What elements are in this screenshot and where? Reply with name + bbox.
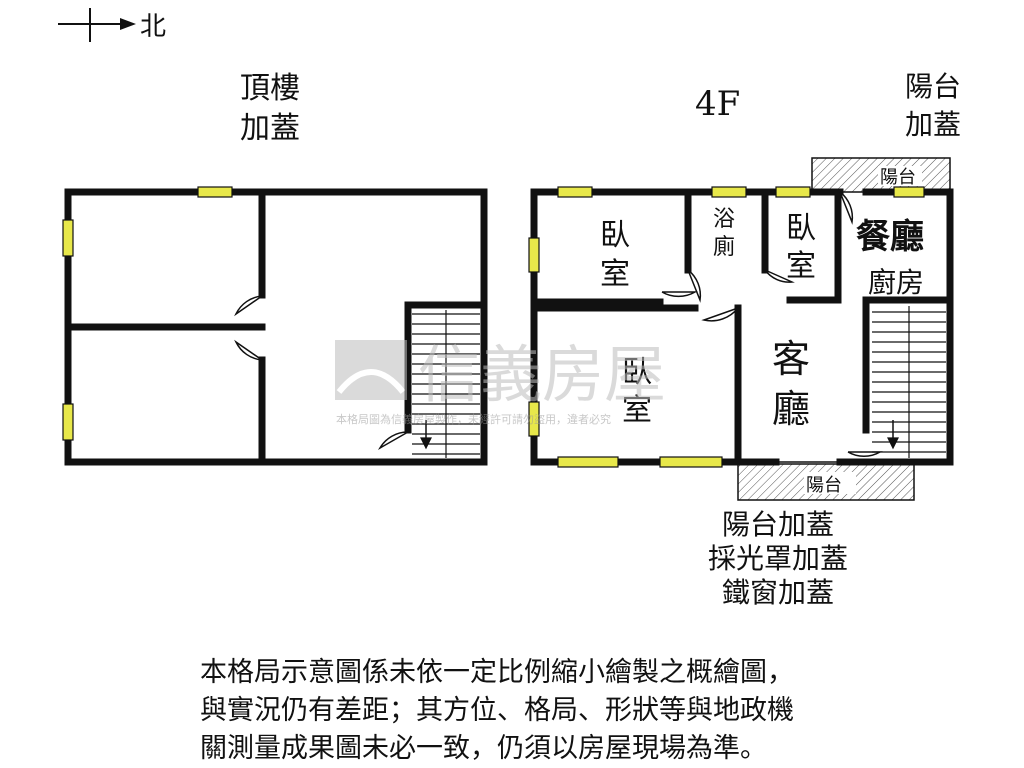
room-bedroom-b-line1: 臥 bbox=[786, 211, 816, 246]
note-top-line1: 陽台 bbox=[905, 70, 961, 103]
watermark-caption: 本格局圖為信義房屋製作，未經許可請勿盜用，違者必究 bbox=[336, 412, 611, 426]
rooftop-plan bbox=[64, 188, 488, 466]
rooftop-doors bbox=[234, 295, 409, 451]
room-living-line2: 廳 bbox=[772, 387, 810, 431]
rooftop-windows bbox=[62, 186, 233, 441]
room-living-line1: 客 bbox=[772, 337, 810, 381]
north-label: 北 bbox=[140, 12, 166, 42]
room-bedroom-a-line2: 室 bbox=[600, 257, 630, 292]
floor-4-title: 4F bbox=[695, 84, 740, 124]
room-bedroom-c-line1: 臥 bbox=[622, 355, 652, 390]
watermark: 信義房屋 本格局圖為信義房屋製作，未經許可請勿盜用，違者必究 bbox=[335, 338, 666, 426]
balcony-top bbox=[811, 157, 951, 193]
disclaimer-line1: 本格局示意圖係未依一定比例縮小繪製之概繪圖， bbox=[200, 657, 794, 688]
room-bedroom-a-line1: 臥 bbox=[600, 218, 630, 253]
room-bath-line1: 浴 bbox=[713, 207, 735, 232]
room-bedroom-b-line2: 室 bbox=[786, 249, 816, 284]
rooftop-stairs bbox=[412, 310, 480, 458]
rooftop-title-line2: 加蓋 bbox=[240, 111, 300, 146]
compass: 北 bbox=[58, 8, 166, 42]
disclaimer-line2: 與實況仍有差距；其方位、格局、形狀等與地政機 bbox=[200, 695, 794, 726]
balcony-bottom-label: 陽台 bbox=[806, 475, 842, 496]
room-bedroom-c-line2: 室 bbox=[622, 393, 652, 428]
disclaimer-line3: 關測量成果圖未必一致，仍須以房屋現場為準。 bbox=[200, 733, 767, 764]
rooftop-title-line1: 頂樓 bbox=[240, 71, 300, 106]
floor-4-doors bbox=[661, 191, 883, 458]
room-bath-line2: 廁 bbox=[713, 235, 735, 260]
note-top-line2: 加蓋 bbox=[905, 108, 961, 141]
room-dining: 餐廳 bbox=[856, 217, 924, 257]
note-bottom-line1: 陽台加蓋 bbox=[722, 508, 834, 541]
note-bottom-line3: 鐵窗加蓋 bbox=[722, 576, 834, 609]
floor-4-stairs bbox=[872, 306, 946, 458]
room-kitchen: 廚房 bbox=[868, 266, 924, 299]
watermark-brand: 信義房屋 bbox=[418, 338, 666, 411]
note-bottom-line2: 採光罩加蓋 bbox=[708, 542, 848, 575]
floor-4-windows bbox=[528, 186, 925, 468]
balcony-top-label: 陽台 bbox=[880, 167, 916, 188]
